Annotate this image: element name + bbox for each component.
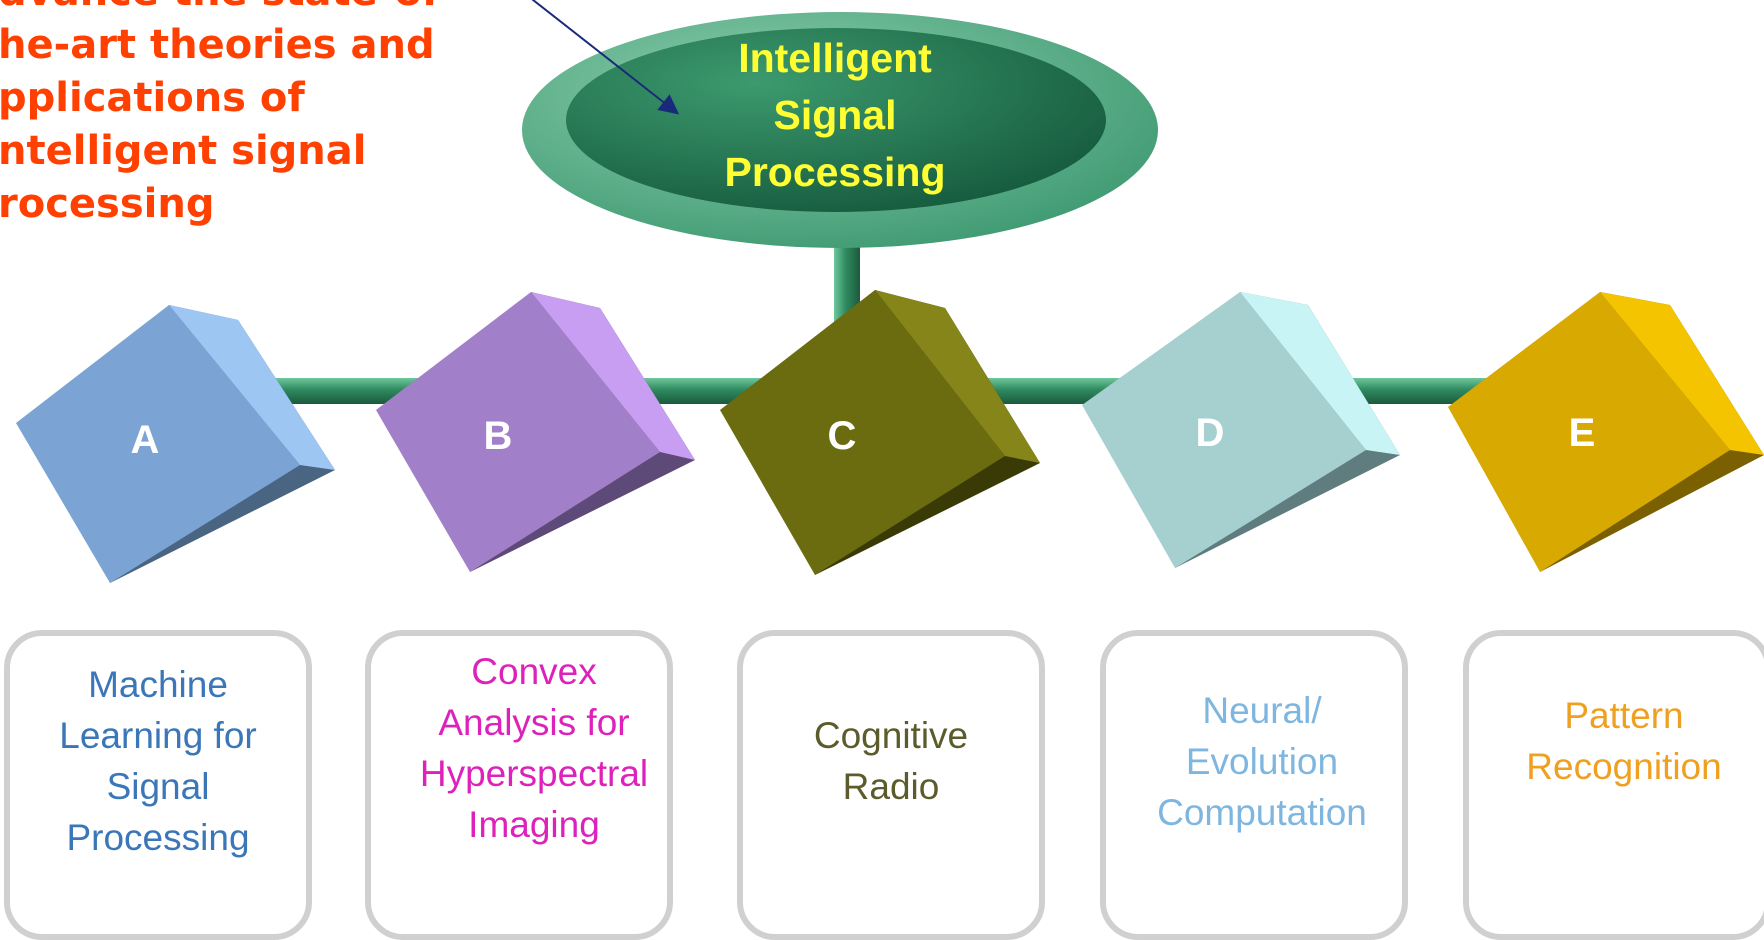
pointer-arrow (531, 0, 680, 115)
cube-b-front (376, 292, 660, 572)
topic-text-d: Neural/ Evolution Computation (1157, 689, 1367, 833)
cube-c-front (720, 290, 1005, 575)
cube-label-b: B (483, 414, 513, 458)
cube-label-a: A (130, 418, 160, 462)
diagram-canvas (16, 0, 1764, 583)
topic-box-d (1100, 630, 1408, 940)
cube-c-side (875, 290, 1040, 463)
cube-e (1448, 292, 1764, 572)
cube-c (720, 290, 1040, 575)
cube-a-side (169, 305, 335, 470)
hub-title: Intelligent Signal Processing (724, 35, 946, 195)
cube-a (16, 305, 335, 583)
callout-text: dvance the state-of- he-art theories and… (0, 0, 455, 227)
cube-label-c: C (827, 414, 857, 458)
cube-d-front (1082, 292, 1366, 568)
topic-box-c (737, 630, 1045, 940)
topic-text-b: Convex Analysis for Hyperspectral Imagin… (419, 651, 649, 845)
cube-b (376, 292, 695, 572)
topic-box-b (365, 630, 673, 940)
cube-d (1082, 292, 1400, 568)
topic-text-a: Machine Learning for Signal Processing (59, 664, 257, 858)
cube-label-d: D (1195, 411, 1225, 455)
cube-e-side (1600, 292, 1764, 455)
hub-inner-ellipse (566, 28, 1106, 212)
topic-text-c: Cognitive Radio (813, 715, 969, 807)
cube-d-side (1240, 292, 1400, 455)
cube-a-front (16, 305, 300, 583)
topic-text-e: Pattern Recognition (1526, 695, 1722, 787)
cube-e-front (1448, 292, 1730, 572)
topic-box-a (4, 630, 312, 940)
cube-label-e: E (1568, 411, 1596, 455)
cube-b-side (531, 292, 695, 460)
